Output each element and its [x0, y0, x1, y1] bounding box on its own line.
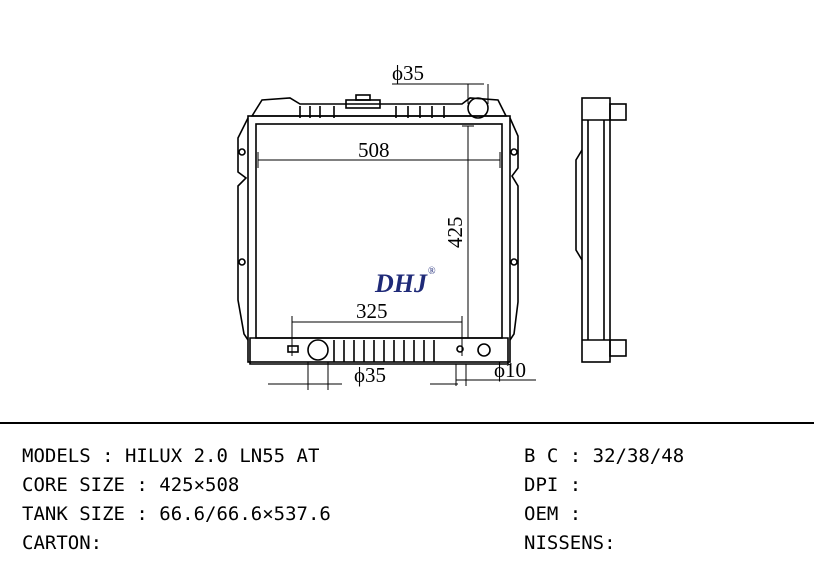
bracket-hole: [510, 148, 518, 156]
drain-plug: [477, 343, 491, 357]
bottom-tank-ribs: [333, 340, 435, 362]
tank-pitch-dim-line: [291, 316, 463, 356]
bottom-pipe-inlet: [307, 339, 329, 361]
drain-label: ϕ10: [494, 358, 526, 382]
side-view-inner: [582, 119, 610, 341]
top-pipe-label: ϕ35: [392, 61, 424, 85]
core-width-dim-line: [257, 152, 501, 168]
drain-hole: [456, 345, 464, 353]
nissens-spec: NISSENS:: [524, 532, 616, 554]
tank-pitch-label: 325: [356, 299, 388, 323]
right-bracket: [509, 117, 519, 341]
core-width-label: 508: [358, 138, 390, 162]
top-pipe-outlet: [467, 97, 489, 119]
bc-spec: B C : 32/38/48: [524, 445, 685, 467]
bottom-pipe-label: ϕ35: [354, 363, 386, 387]
side-view-top-pipe: [609, 103, 627, 121]
core-height-label: 425: [443, 217, 467, 249]
section-divider: [0, 422, 814, 424]
top-pipe-dim-line: [392, 83, 489, 104]
side-view-body: [581, 97, 611, 363]
oem-spec: OEM :: [524, 503, 582, 525]
bottom-pipe-dim-line: [268, 362, 458, 390]
carton-spec: CARTON:: [22, 532, 103, 554]
radiator-bottom-tank: [249, 337, 509, 365]
bracket-hole: [510, 258, 518, 266]
filler-cap-top: [355, 94, 371, 101]
radiator-top-tank: [250, 97, 508, 117]
bracket-hole: [238, 148, 246, 156]
brand-logo: DHJ: [374, 269, 428, 298]
drain-dim-line: [455, 364, 536, 386]
bracket-hole: [238, 258, 246, 266]
side-view-bracket: [575, 149, 583, 261]
models-spec: MODELS : HILUX 2.0 LN55 AT: [22, 445, 320, 467]
dpi-spec: DPI :: [524, 474, 582, 496]
radiator-frame: [247, 115, 511, 363]
core-size-spec: CORE SIZE : 425×508: [22, 474, 240, 496]
top-tank-ribs: [299, 106, 445, 118]
radiator-drawing: ϕ35 508 425 325 ϕ35 ϕ10 DHJ ®: [237, 61, 627, 390]
registered-mark: ®: [428, 266, 436, 277]
bottom-tab: [287, 345, 299, 353]
tank-size-spec: TANK SIZE : 66.6/66.6×537.6: [22, 503, 331, 525]
side-view-bottom-pipe: [609, 339, 627, 357]
left-bracket: [237, 117, 249, 341]
core-height-dim-line: [462, 125, 474, 339]
